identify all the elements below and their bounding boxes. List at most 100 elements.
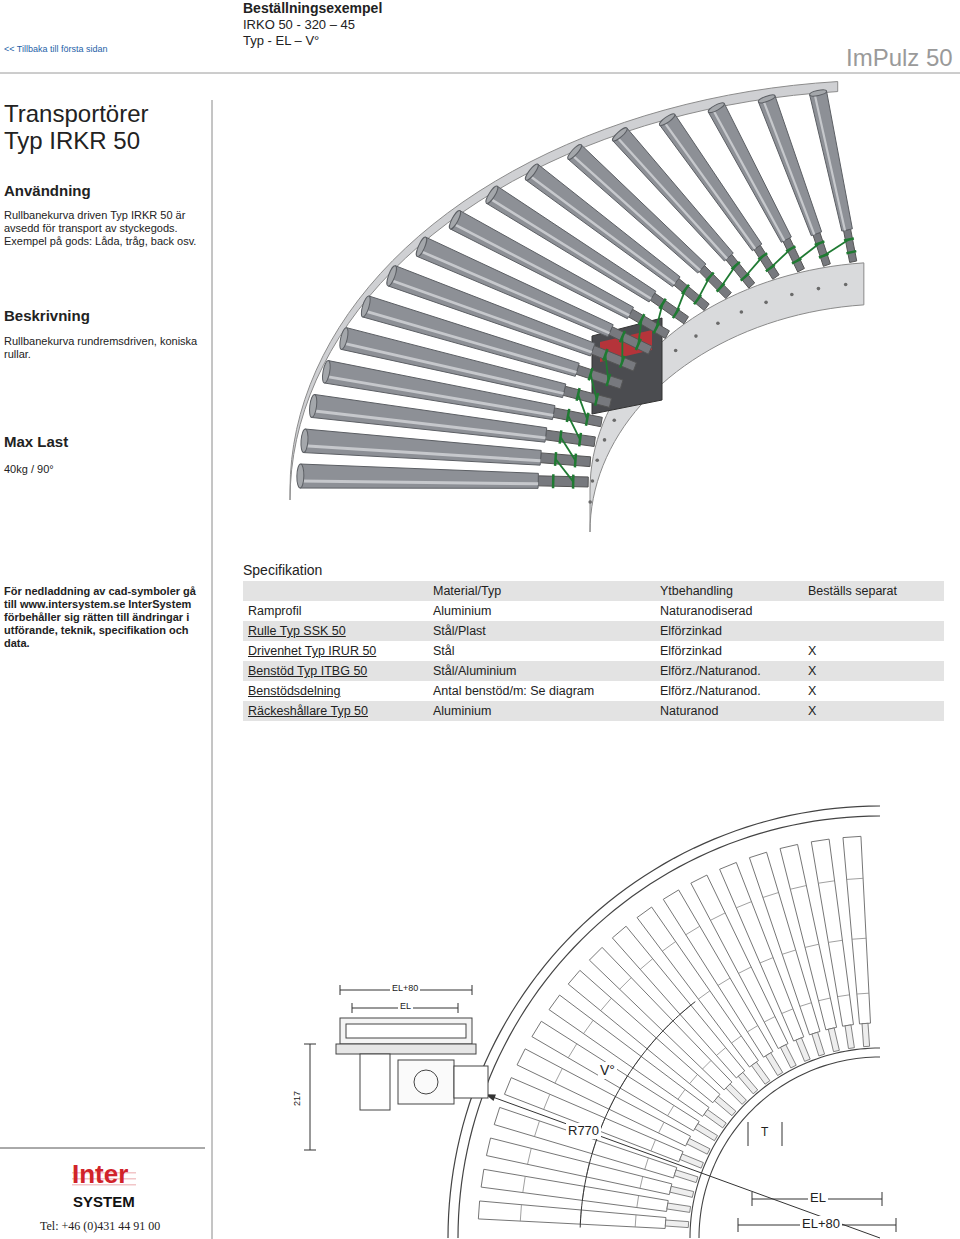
roller-detail bbox=[528, 1148, 532, 1164]
roller-side bbox=[340, 1018, 472, 1044]
roller-hub bbox=[553, 408, 602, 427]
dimension-tick bbox=[304, 1044, 316, 1045]
drive-belt bbox=[574, 454, 577, 468]
drive-belt-link bbox=[797, 243, 820, 261]
leg-side bbox=[360, 1054, 390, 1110]
roller-hub bbox=[813, 233, 830, 267]
roller-end bbox=[758, 93, 776, 104]
plan-drawing bbox=[448, 806, 896, 1238]
logo-word: SYSTEM bbox=[73, 1193, 135, 1211]
dimension-line bbox=[310, 1044, 311, 1150]
drive-belt-link bbox=[824, 239, 849, 255]
page-title: Transportörer Typ IRKR 50 bbox=[4, 100, 176, 154]
conical-roller bbox=[810, 91, 853, 231]
roller-hub bbox=[812, 1032, 825, 1056]
drive-belt-link bbox=[770, 249, 790, 268]
table-cell: Elförz./Naturanod. bbox=[660, 681, 761, 701]
motor-gear bbox=[454, 1066, 488, 1098]
roller-detail bbox=[716, 1048, 725, 1056]
roller-end bbox=[611, 126, 629, 143]
roller-detail bbox=[710, 913, 725, 920]
roller-detail bbox=[637, 1196, 639, 1208]
dimension: EL bbox=[808, 1190, 828, 1206]
roller-detail bbox=[838, 995, 850, 997]
radius-line bbox=[485, 1094, 880, 1238]
drive-belt-link bbox=[561, 437, 576, 461]
series-name: ImPulz 50 bbox=[846, 43, 953, 72]
table-cell: Elförzinkad bbox=[660, 621, 722, 641]
table-cell: X bbox=[808, 641, 816, 661]
roller-detail bbox=[698, 991, 709, 999]
table-header: Beställs separat bbox=[808, 581, 897, 601]
phone: Tel: +46 (0)431 44 91 00 bbox=[40, 1219, 160, 1233]
roller-end bbox=[658, 112, 676, 127]
roller-end bbox=[707, 101, 725, 114]
roller-hub bbox=[576, 365, 623, 388]
roller-side bbox=[346, 1024, 466, 1038]
order-example: Typ - EL – V° bbox=[243, 33, 319, 49]
roller-detail bbox=[736, 902, 751, 908]
roller-highlight bbox=[300, 481, 538, 484]
frame-hole bbox=[764, 301, 768, 305]
frame-hole bbox=[603, 438, 607, 442]
roller-end bbox=[321, 360, 332, 384]
roller-hub bbox=[828, 1028, 839, 1052]
table-cell: Antal benstöd/m: Se diagram bbox=[433, 681, 594, 701]
table-cell: Naturanodiserad bbox=[660, 601, 752, 621]
frame-hole bbox=[595, 458, 599, 462]
roller-hub bbox=[783, 238, 804, 272]
frame-hole bbox=[716, 321, 720, 325]
drive-belt-link bbox=[698, 277, 710, 300]
drive-belt-link bbox=[676, 289, 685, 313]
roller-hub bbox=[670, 1186, 694, 1197]
roller-detail bbox=[568, 1044, 577, 1058]
dimension: 217 bbox=[292, 1091, 303, 1106]
dimension-line bbox=[748, 1122, 749, 1146]
conveyor-rendering bbox=[290, 82, 864, 532]
max-load: 40kg / 90° bbox=[4, 463, 54, 476]
table-cell: Naturanod bbox=[660, 701, 718, 721]
roller-detail bbox=[534, 1121, 539, 1137]
body-text: Rullbanekurva driven Typ IRKR 50 är avse… bbox=[4, 209, 206, 248]
conical-roller bbox=[708, 103, 791, 242]
roller-detail bbox=[828, 940, 842, 942]
frame-side bbox=[336, 1044, 476, 1054]
drive-belt bbox=[682, 285, 689, 294]
frame-hole bbox=[694, 334, 698, 338]
footnote: För nedladdning av cad-symboler gå till … bbox=[4, 585, 208, 650]
back-link: << Tillbaka till första sidan bbox=[4, 44, 108, 55]
roller-hub bbox=[766, 1053, 783, 1076]
table-cell: Elförzinkad bbox=[660, 641, 722, 661]
drive-motor bbox=[398, 1060, 454, 1104]
dimension-tick bbox=[752, 1192, 753, 1206]
roller-hub bbox=[862, 1023, 870, 1046]
roller-hub bbox=[780, 1045, 796, 1068]
footer-rule bbox=[0, 1148, 205, 1149]
table-cell: Aluminium bbox=[433, 701, 491, 721]
table-cell: Ramprofil bbox=[248, 601, 302, 621]
roller-hub bbox=[538, 476, 588, 487]
roller-hub bbox=[545, 430, 595, 446]
roller-detail bbox=[620, 978, 632, 990]
inner-frame bbox=[590, 263, 864, 532]
table-ground bbox=[243, 581, 944, 721]
table-cell: Stål bbox=[433, 641, 455, 661]
section-heading: Specifikation bbox=[243, 562, 322, 579]
roller-end bbox=[524, 162, 541, 181]
roller-detail bbox=[686, 926, 700, 935]
roller-hub bbox=[540, 453, 590, 467]
drive-belt-link bbox=[578, 394, 587, 419]
drive-belt-link bbox=[721, 266, 736, 288]
roller-detail bbox=[662, 942, 675, 952]
roller-detail bbox=[668, 1105, 674, 1115]
drive-belt-link bbox=[745, 256, 763, 277]
roller-detail bbox=[800, 1003, 812, 1007]
roller-detail bbox=[818, 881, 834, 883]
header-rule bbox=[0, 73, 960, 74]
roller-end bbox=[300, 429, 309, 453]
table-cell: Räckeshållare Typ 50 bbox=[248, 701, 368, 721]
roller-hub bbox=[738, 1072, 757, 1093]
table-cell: Benstöd Typ ITBG 50 bbox=[248, 661, 367, 681]
roller-end bbox=[360, 295, 372, 318]
drive-belt-link bbox=[605, 355, 608, 380]
